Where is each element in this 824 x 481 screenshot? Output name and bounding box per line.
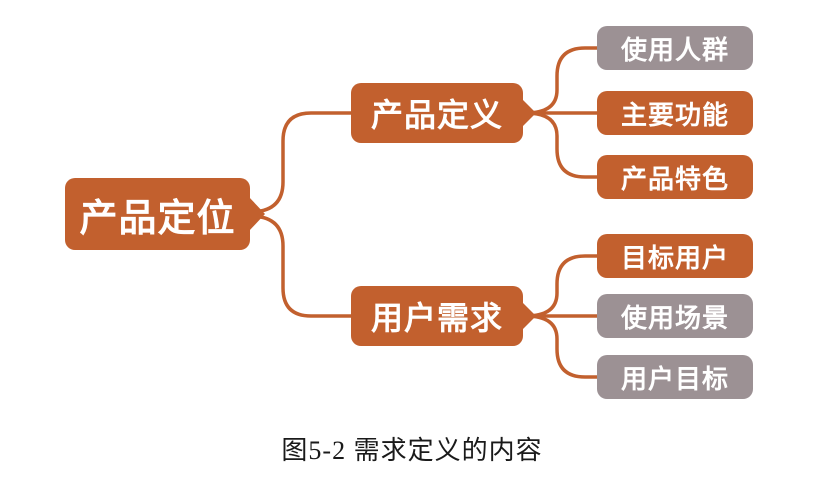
node-label: 主要功能 <box>620 99 729 130</box>
arrow-tip-icon <box>522 302 536 330</box>
node-user-groups: 使用人群 <box>597 26 753 70</box>
node-label: 产品定义 <box>370 97 503 133</box>
node-product-definition: 产品定义 <box>351 83 536 143</box>
node-product-features: 产品特色 <box>597 155 753 199</box>
node-user-needs: 用户需求 <box>351 286 536 346</box>
connector-branch-2-to-leaf-6 <box>524 314 599 379</box>
node-usage-scenarios: 使用场景 <box>597 294 753 338</box>
node-label: 使用人群 <box>620 34 729 65</box>
node-product-positioning: 产品定位 <box>65 178 265 250</box>
connector-branch-1-to-leaf-1 <box>524 46 599 115</box>
node-main-functions: 主要功能 <box>597 91 753 135</box>
connector-root-to-branch-2 <box>248 214 354 318</box>
node-label: 目标用户 <box>620 242 729 273</box>
node-user-goals: 用户目标 <box>597 355 753 399</box>
node-label: 使用场景 <box>620 302 729 333</box>
node-label: 产品定位 <box>79 197 236 240</box>
node-label: 用户需求 <box>370 300 503 336</box>
connector-branch-2-to-leaf-4 <box>524 254 599 318</box>
figure-caption: 图5-2 需求定义的内容 <box>281 436 543 465</box>
arrow-tip-icon <box>249 197 265 231</box>
node-target-users: 目标用户 <box>597 234 753 278</box>
node-label: 用户目标 <box>620 363 729 394</box>
connector-root-to-branch-1 <box>248 111 354 214</box>
connector-branch-1-to-leaf-3 <box>524 111 599 179</box>
arrow-tip-icon <box>522 99 536 127</box>
node-label: 产品特色 <box>620 163 729 194</box>
